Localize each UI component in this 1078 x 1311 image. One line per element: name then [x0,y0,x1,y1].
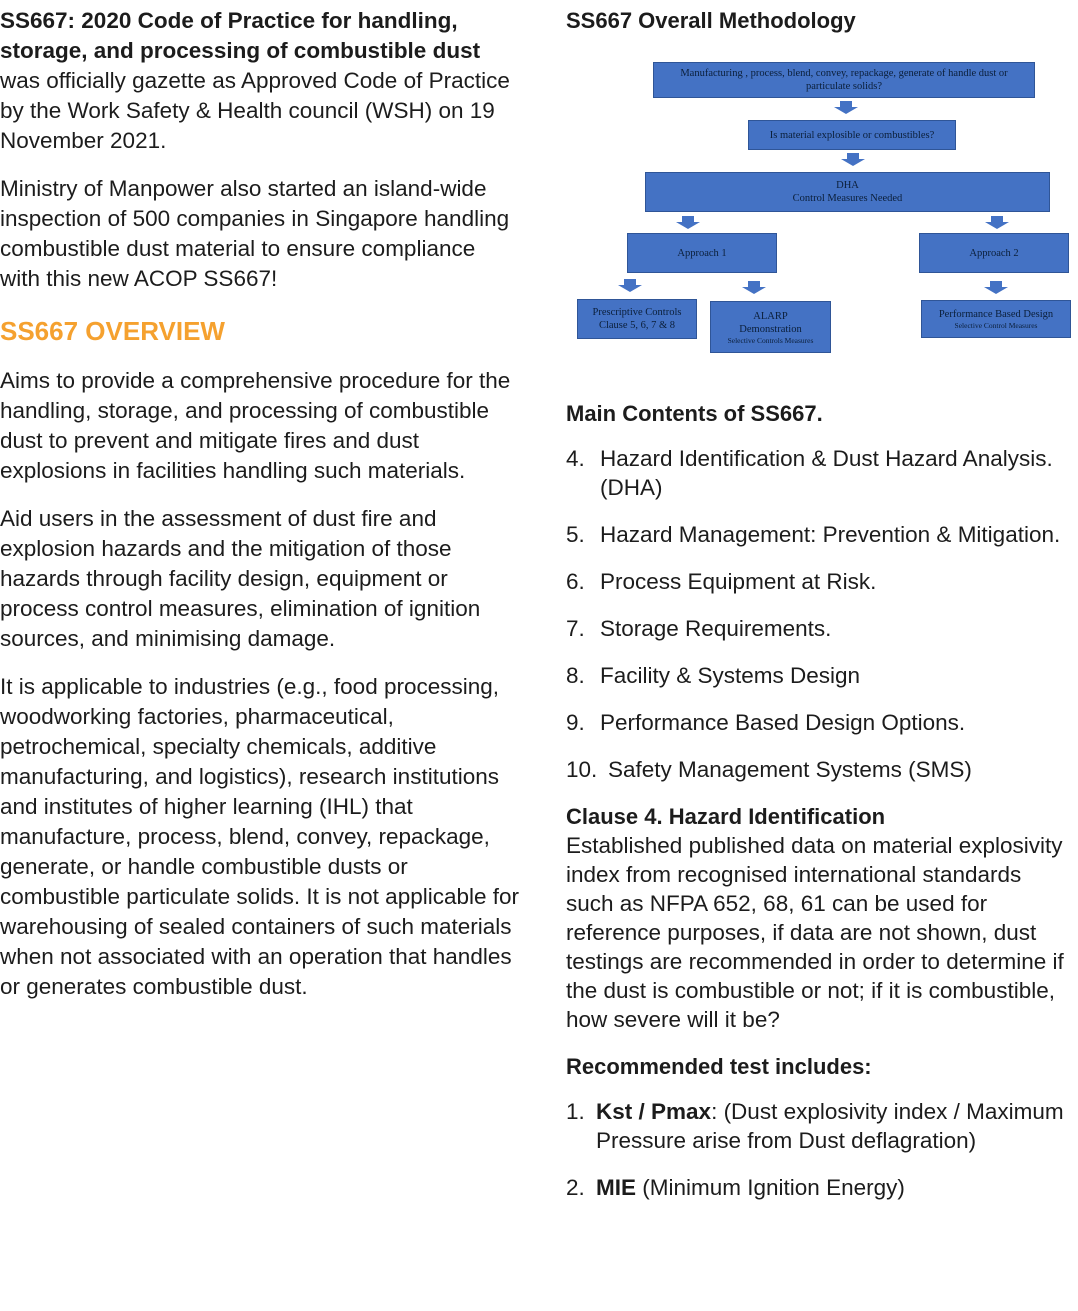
intro-rest: was officially gazette as Approved Code … [0,68,510,153]
test-description: : (Dust explosivity index / Maximum Pres… [596,1099,1064,1153]
diagram-box-approach-2: Approach 2 [919,233,1069,273]
overview-paragraph-2: Aid users in the assessment of dust fire… [0,506,481,651]
tests-title: Recommended test includes: [566,1054,872,1079]
list-item-number: 5. [566,522,585,547]
diagram-box-explosible-text: Is material explosible or combustibles? [769,129,935,141]
performance-line2: Selective Control Measures [954,321,1038,330]
list-item-text: MIE (Minimum Ignition Energy) [596,1173,905,1202]
methodology-title: SS667 Overall Methodology [566,8,856,33]
list-item-number: 8. [566,663,585,688]
test-description: (Minimum Ignition Energy) [636,1175,905,1200]
diagram-box-prescriptive: Prescriptive Controls Clause 5, 6, 7 & 8 [577,299,697,339]
inspection-paragraph: Ministry of Manpower also started an isl… [0,176,510,291]
test-name: MIE [596,1175,637,1200]
list-item-text: Performance Based Design Options. [600,710,966,735]
clause-title: Clause 4. Hazard Identification [566,804,886,829]
prescriptive-line2: Clause 5, 6, 7 & 8 [598,320,676,331]
list-item-number: 2. [566,1175,585,1200]
list-item: 2. MIE (Minimum Ignition Energy) [566,1173,1071,1202]
list-item: 6. Process Equipment at Risk. [566,567,1071,596]
list-item-text: Facility & Systems Design [600,663,861,688]
list-item-text: Process Equipment at Risk. [600,569,877,594]
methodology-diagram: Manufacturing , process, blend, convey, … [566,49,1071,379]
intro-paragraph: SS667: 2020 Code of Practice for handlin… [0,6,520,156]
diagram-box-approach-1: Approach 1 [627,233,777,273]
list-item-number: 6. [566,569,585,594]
list-item: 5. Hazard Management: Prevention & Mitiga… [566,520,1071,549]
list-item: 7. Storage Requirements. [566,614,1071,643]
overview-paragraph-3: It is applicable to industries (e.g., fo… [0,674,520,999]
diagram-box-dha-line2: Control Measures Needed [792,193,903,204]
list-item-number: 9. [566,710,585,735]
alarp-line3: Selective Controls Measures [727,335,814,345]
list-item-text: Safety Management Systems (SMS) [608,757,972,782]
list-item-text: Hazard Management: Prevention & Mitigati… [600,522,1061,547]
test-name: Kst / Pmax [596,1099,712,1124]
overview-paragraph-1: Aims to provide a comprehensive procedur… [0,368,511,483]
tests-list: 1. Kst / Pmax: (Dust explosivity index / … [566,1097,1071,1202]
diagram-box-dha: DHA Control Measures Needed [645,172,1050,212]
list-item-number: 1. [566,1099,585,1124]
intro-bold-title: SS667: 2020 Code of Practice for handlin… [0,8,481,63]
right-column: SS667 Overall Methodology Manufacturing … [566,6,1071,1220]
list-item-text: Storage Requirements. [600,616,832,641]
list-item: 9. Performance Based Design Options. [566,708,1071,737]
diagram-box-manufacturing: Manufacturing , process, blend, convey, … [653,62,1035,98]
approach-1-label: Approach 1 [677,247,727,259]
diagram-box-performance: Performance Based Design Selective Contr… [921,300,1071,338]
diagram-box-alarp: ALARP Demonstration Selective Controls M… [710,301,831,353]
approach-2-label: Approach 2 [969,247,1019,259]
list-item: 8. Facility & Systems Design [566,661,1071,690]
performance-line1: Performance Based Design [938,309,1054,320]
alarp-line1: ALARP [753,310,788,322]
alarp-line2: Demonstration [739,323,802,335]
clause-text: Established published data on material e… [566,833,1064,1032]
list-item-text: Hazard Identification & Dust Hazard Anal… [600,446,1053,500]
list-item-number: 4. [566,446,585,471]
diagram-box-explosible: Is material explosible or combustibles? [748,120,956,150]
list-item: 10. Safety Management Systems (SMS) [566,755,1071,784]
diagram-box-manufacturing-text: Manufacturing , process, blend, convey, … [680,68,1008,92]
clause-section: Clause 4. Hazard Identification Establis… [566,802,1071,1034]
list-item-text: Kst / Pmax: (Dust explosivity index / Ma… [596,1097,1071,1155]
diagram-box-dha-line1: DHA [836,180,859,191]
left-column: SS667: 2020 Code of Practice for handlin… [0,6,520,1002]
list-item-number: 10. [566,757,598,782]
list-item-number: 7. [566,616,585,641]
main-contents-list: 4. Hazard Identification & Dust Hazard An… [566,444,1071,784]
prescriptive-line1: Prescriptive Controls [592,307,682,318]
list-item: 1. Kst / Pmax: (Dust explosivity index / … [566,1097,1071,1155]
list-item: 4. Hazard Identification & Dust Hazard An… [566,444,1071,502]
main-contents-title: Main Contents of SS667. [566,401,823,426]
overview-title: SS667 OVERVIEW [0,316,225,346]
